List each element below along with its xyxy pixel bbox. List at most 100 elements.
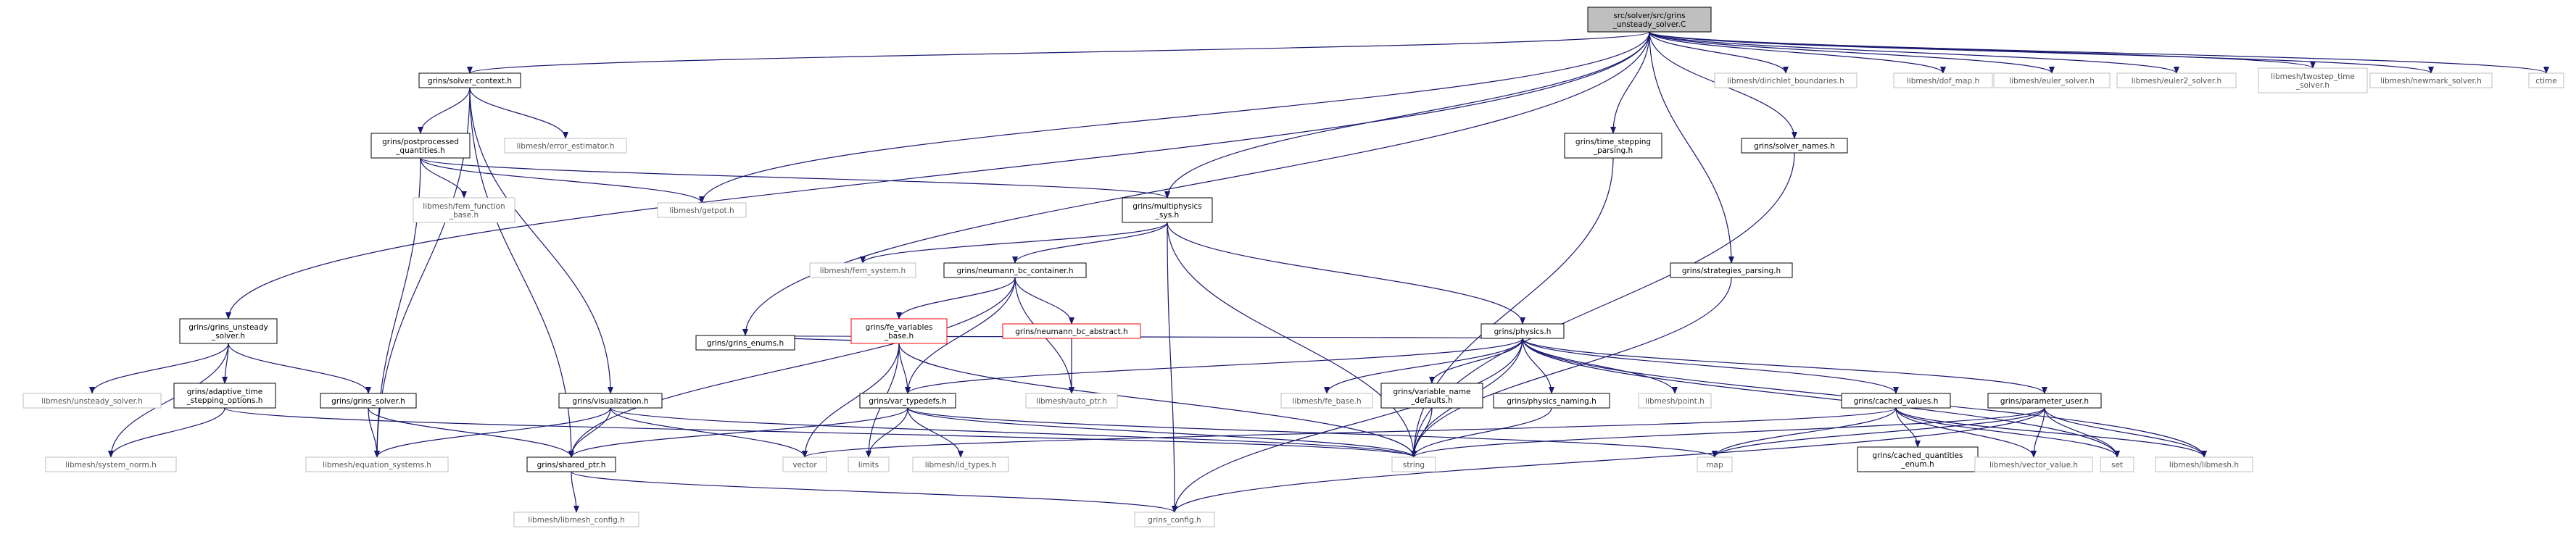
edge-physics-to-febase — [1324, 338, 1523, 394]
edge-tsp-to-string — [1411, 157, 1614, 458]
edge-paramuser-to-gconfig — [1172, 407, 2045, 513]
node-grins-solver-context-h[interactable]: grins/solver_context.h — [418, 72, 521, 88]
node-box — [1391, 456, 1436, 472]
edge-physics-to-varname — [1429, 338, 1523, 384]
node-label: libmesh/vector_value.h — [1989, 461, 2078, 470]
node-label: _stepping_options.h — [186, 396, 263, 405]
node-label: libmesh/dirichlet_boundaries.h — [1727, 77, 1844, 85]
node-grins-var-typedefs-h[interactable]: grins/var_typedefs.h — [859, 393, 956, 409]
node-libmesh-fem-system-h: libmesh/fem_system.h — [809, 262, 916, 278]
node-box — [1564, 133, 1662, 159]
node-grins-shared-ptr-h[interactable]: grins/shared_ptr.h — [526, 456, 616, 472]
edge-root-to-multiphys — [1164, 31, 1650, 199]
node-grins-physics-h[interactable]: grins/physics.h — [1480, 323, 1565, 339]
edge-adaptive-to-string — [224, 407, 1417, 458]
edge-physics-to-physnaming — [1522, 338, 1554, 394]
node-label: grins/cached_values.h — [1854, 397, 1939, 406]
edge-root-to-gus — [225, 31, 1650, 320]
node-label: grins/visualization.h — [572, 397, 648, 406]
node-grins-visualization-h[interactable]: grins/visualization.h — [558, 393, 663, 409]
edge-multiphys-to-femsys — [860, 222, 1168, 264]
edge-postproc-to-femfunc — [420, 157, 467, 199]
edge-vartd-to-limits — [866, 407, 908, 458]
node-grins-physics-naming-h[interactable]: grins/physics_naming.h — [1493, 393, 1610, 409]
node-box — [2116, 72, 2237, 88]
edge-neumann-to-neuabs — [1014, 277, 1074, 325]
edge-vartd-to-shptr — [568, 407, 908, 458]
node-box — [1493, 393, 1610, 409]
node-grins-postprocessed-quantities-h[interactable]: grins/postprocessed_quantities.h — [370, 133, 471, 159]
edge-fevars-to-string — [898, 343, 1417, 458]
node-set: set — [2100, 456, 2134, 472]
node-grins-config-h: grins_config.h — [1134, 512, 1215, 527]
edge-cached-to-libmesh — [1895, 407, 2207, 458]
node-grins-solver-names-h[interactable]: grins/solver_names.h — [1741, 138, 1848, 154]
node-box — [1480, 323, 1565, 339]
node-grins-cached-quantities-enum-h[interactable]: grins/cached_quantities_enum.h — [1857, 446, 1979, 472]
node-grins-neumann-bc-container-h[interactable]: grins/neumann_bc_container.h — [943, 262, 1087, 278]
node-box — [2155, 456, 2253, 472]
edge-root-to-dofmap — [1649, 31, 1946, 74]
edge-vis-to-shptr — [568, 407, 611, 458]
node-box — [1893, 72, 1993, 88]
node-box — [413, 197, 515, 223]
edge-cached-to-map — [1712, 407, 1897, 458]
node-libmesh-fe-base-h: libmesh/fe_base.h — [1280, 393, 1373, 409]
node-grins-grins-solver-h[interactable]: grins/grins_solver.h — [320, 393, 417, 409]
node-label: libmesh/euler_solver.h — [2009, 77, 2095, 85]
node-box — [22, 393, 162, 409]
node-box — [45, 456, 177, 472]
edge-strat-to-string — [1411, 277, 1732, 458]
node-src-solver-src-grins-unsteady-solver-c[interactable]: src/solver/src/grins_unsteady_solver.C — [1587, 7, 1712, 33]
node-box — [1841, 393, 1951, 409]
node-label: _base.h — [449, 211, 479, 220]
edge-vis-to-string — [610, 407, 1417, 458]
edge-multiphys-to-neumann — [1012, 222, 1168, 264]
node-label: libmesh/fem_system.h — [820, 267, 906, 275]
node-box — [695, 335, 795, 351]
node-grins-adaptive-time-stepping-options-h[interactable]: grins/adaptive_time_stepping_options.h — [173, 383, 276, 409]
node-box — [1987, 393, 2102, 409]
node-box — [370, 133, 471, 159]
edge-solvnames-to-string — [1411, 152, 1795, 458]
node-grins-fe-variables-base-h[interactable]: grins/fe_variables_base.h — [850, 318, 948, 344]
node-grins-parameter-user-h[interactable]: grins/parameter_user.h — [1987, 393, 2102, 409]
node-libmesh-twostep-time-solver-h: libmesh/twostep_time_solver.h — [2258, 67, 2368, 93]
node-grins-strategies-parsing-h[interactable]: grins/strategies_parsing.h — [1670, 262, 1793, 278]
node-label: _quantities.h — [395, 146, 445, 155]
node-label: grins/multiphysics — [1132, 202, 1202, 211]
node-libmesh-error-estimator-h: libmesh/error_estimator.h — [504, 138, 627, 154]
edge-ctx-to-vis — [469, 87, 613, 394]
edge-root-to-dirichlet — [1649, 31, 1789, 74]
edge-paramuser-to-vecval — [2031, 407, 2045, 458]
edge-fevars-to-vector — [802, 343, 900, 458]
node-label: libmesh/unsteady_solver.h — [41, 397, 143, 406]
node-grins-cached-values-h[interactable]: grins/cached_values.h — [1841, 393, 1951, 409]
edge-cached-to-vecval — [1895, 407, 2037, 458]
node-label: libmesh/euler2_solver.h — [2132, 77, 2221, 85]
node-box — [850, 318, 948, 344]
edge-root-to-getpot — [699, 31, 1650, 204]
node-grins-variable-name-defaults-h[interactable]: grins/variable_name_defaults.h — [1380, 383, 1483, 409]
node-label: libmesh/id_types.h — [925, 461, 997, 470]
node-grins-multiphysics-sys-h[interactable]: grins/multiphysics_sys.h — [1122, 197, 1213, 223]
node-box — [305, 456, 449, 472]
node-grins-grins-unsteady-solver-h[interactable]: grins/grins_unsteady_solver.h — [179, 318, 278, 344]
node-grins-time-stepping-parsing-h[interactable]: grins/time_stepping_parsing.h — [1564, 133, 1662, 159]
node-label: grins/parameter_user.h — [2000, 397, 2089, 406]
node-box — [1002, 323, 1141, 339]
node-vector: vector — [782, 456, 827, 472]
edge-paramuser-to-string — [1411, 407, 2045, 458]
edge-neumann-to-shptr — [568, 277, 1016, 458]
node-grins-grins-enums-h[interactable]: grins/grins_enums.h — [695, 335, 795, 351]
node-label: grins/grins_enums.h — [707, 339, 784, 348]
edge-postproc-to-getpot — [420, 157, 705, 204]
node-box — [558, 393, 663, 409]
node-box — [1380, 383, 1483, 409]
edge-gus-to-unsteady — [89, 343, 229, 394]
edge-root-to-tsp — [1610, 31, 1650, 134]
node-box — [1993, 72, 2111, 88]
node-libmesh-system-norm-h: libmesh/system_norm.h — [45, 456, 177, 472]
edge-root-to-euler — [1649, 31, 2055, 74]
node-grins-neumann-bc-abstract-h[interactable]: grins/neumann_bc_abstract.h — [1002, 323, 1141, 339]
